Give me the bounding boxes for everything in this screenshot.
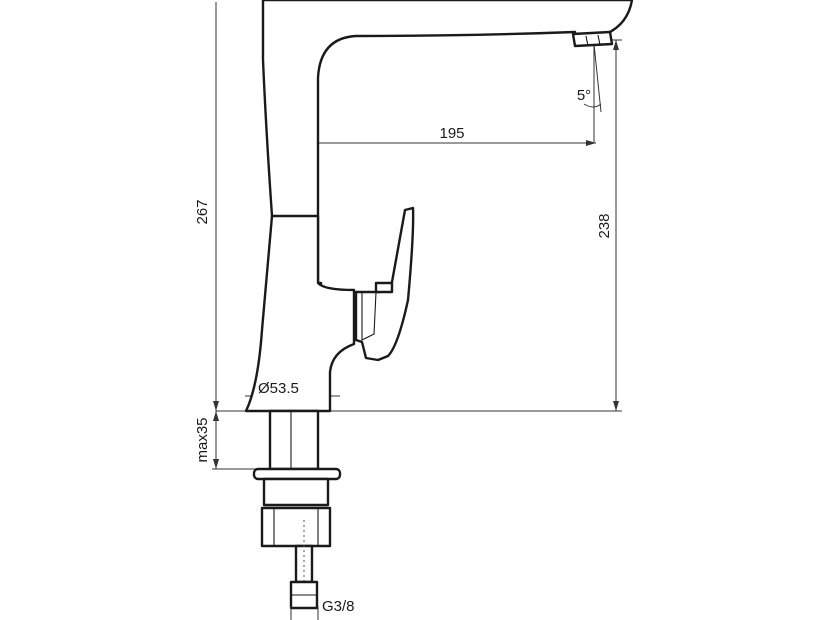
shank	[268, 409, 320, 471]
label-overall-height: 267	[194, 199, 211, 224]
hex-nut	[260, 506, 332, 548]
faucet-body	[244, 0, 634, 610]
lever-handle	[354, 206, 415, 362]
faucet-lower-body	[244, 214, 356, 413]
label-spout-reach: 195	[439, 125, 464, 142]
label-connection-thread: G3/8	[322, 598, 355, 615]
label-spout-angle: 5°	[577, 87, 591, 104]
label-max-thickness: max35	[194, 417, 211, 462]
lever-pin	[374, 281, 394, 294]
aerator	[571, 30, 614, 48]
label-base-diameter: Ø53.5	[258, 380, 299, 397]
dimension-labels: 267 max35 238 195 5° Ø53.5 G3/8	[194, 87, 613, 615]
label-spout-height: 238	[596, 213, 613, 238]
counter-flange	[252, 467, 342, 481]
mounting-nut	[262, 477, 330, 507]
